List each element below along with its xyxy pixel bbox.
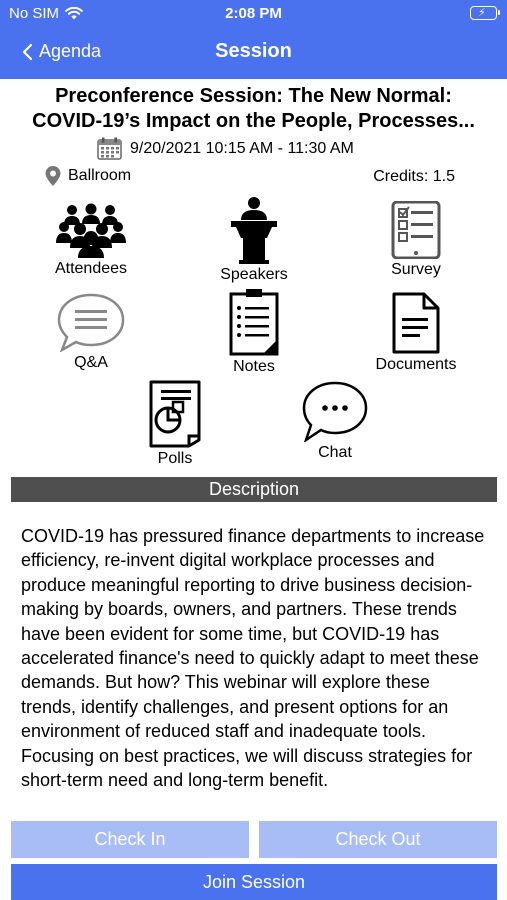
document-icon [392, 292, 440, 354]
clipboard-notes-icon [229, 289, 279, 356]
speaker-podium-icon [231, 197, 277, 264]
map-pin-icon [45, 166, 61, 186]
location-text: Ballroom [68, 167, 132, 184]
back-button[interactable]: Agenda [22, 41, 101, 62]
session-title-line-2: COVID-19’s Impact on the People, Process… [32, 110, 475, 132]
qa-tile[interactable]: Q&A [26, 292, 156, 372]
top-bar: No SIM 2:08 PM ⚡ Agenda Session [0, 0, 507, 79]
chat-tile[interactable]: Chat [270, 380, 400, 462]
wifi-icon [65, 7, 83, 20]
speakers-label: Speakers [220, 266, 288, 283]
session-title: Preconference Session: The New Normal: C… [10, 84, 497, 134]
speech-bubble-icon [57, 293, 125, 352]
back-label: Agenda [39, 41, 102, 61]
description-text[interactable]: COVID-19 has pressured finance departmen… [21, 526, 485, 791]
status-bar: No SIM 2:08 PM ⚡ [0, 0, 507, 28]
credits-text: Credits: 1.5 [373, 168, 455, 185]
description-header: Description [11, 477, 497, 502]
polls-label: Polls [157, 450, 193, 467]
documents-label: Documents [375, 356, 457, 373]
datetime-text: 9/20/2021 10:15 AM - 11:30 AM [130, 139, 354, 157]
battery-icon: ⚡ [470, 6, 500, 20]
chat-label: Chat [318, 444, 352, 461]
chevron-left-icon [22, 43, 33, 60]
attendees-tile[interactable]: Attendees [26, 203, 156, 278]
carrier: No SIM [9, 5, 83, 22]
join-session-button[interactable]: Join Session [11, 864, 497, 900]
carrier-label: No SIM [9, 5, 60, 22]
status-time: 2:08 PM [225, 5, 282, 22]
calendar-icon [97, 137, 122, 160]
nav-title: Session [215, 40, 292, 62]
attendees-label: Attendees [54, 260, 128, 277]
session-title-line-1: Preconference Session: The New Normal: [55, 85, 452, 107]
attendees-icon [56, 203, 126, 258]
check-out-button[interactable]: Check Out [259, 821, 497, 858]
check-in-button[interactable]: Check In [11, 821, 249, 858]
nav-bar: Agenda Session [0, 28, 507, 79]
qa-label: Q&A [74, 354, 108, 371]
polls-tile[interactable]: Polls [110, 380, 240, 468]
survey-tablet-icon [391, 201, 441, 259]
poll-chart-icon [149, 380, 201, 448]
notes-label: Notes [233, 358, 275, 375]
documents-tile[interactable]: Documents [351, 292, 481, 374]
session-datetime: 9/20/2021 10:15 AM - 11:30 AM [97, 137, 354, 160]
survey-tile[interactable]: Survey [351, 201, 481, 279]
survey-label: Survey [391, 261, 441, 278]
speakers-tile[interactable]: Speakers [189, 196, 319, 284]
session-location: Ballroom [44, 165, 131, 187]
notes-tile[interactable]: Notes [189, 288, 319, 376]
chat-bubble-icon [302, 381, 368, 442]
